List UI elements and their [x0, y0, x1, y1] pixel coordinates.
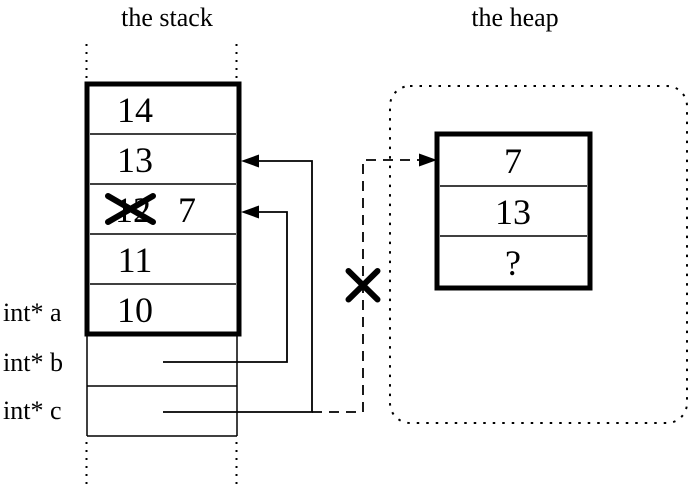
variable-label-c: int* c	[3, 396, 62, 425]
variable-label-a: int* a	[3, 298, 62, 327]
stack-title: the stack	[121, 3, 213, 32]
pointer-b-arrowhead-icon	[241, 205, 259, 219]
stack-boundary-dotted-lines	[85, 44, 238, 487]
heap-cell-value: 7	[504, 141, 522, 181]
variable-label-b: int* b	[3, 348, 63, 377]
invalid-pointer-x-icon	[345, 268, 381, 303]
pointer-b-line	[163, 211, 288, 363]
stack-frame-box	[84, 81, 242, 337]
heap-cell-value: 13	[495, 192, 531, 232]
heap-cell-dividers	[440, 185, 587, 237]
heap-title: the heap	[471, 3, 558, 32]
stack-cell-dividers	[90, 133, 236, 285]
stack-cell-value: 14	[117, 90, 153, 130]
stack-cell-new-value: 7	[178, 190, 196, 230]
pointer-c-line	[163, 160, 313, 413]
heap-object-box	[434, 131, 593, 291]
pointer-c-arrowhead-icon	[241, 154, 259, 168]
crossout-x-icon	[105, 193, 156, 225]
heap-cell-value: ?	[505, 243, 521, 283]
pointer-variable-cells	[86, 336, 238, 437]
stack-cell-value: 13	[117, 140, 153, 180]
dangling-pointer-arrowhead-icon	[419, 153, 437, 167]
stack-cell-value: 11	[118, 240, 153, 280]
stack-cell-value: 10	[117, 290, 153, 330]
